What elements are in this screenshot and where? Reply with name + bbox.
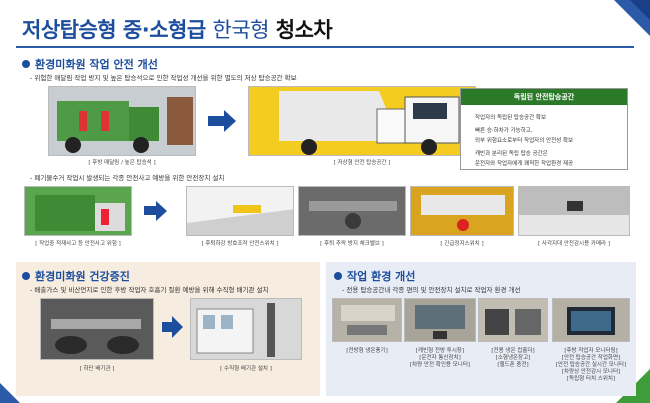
photo-cup-holder	[478, 298, 548, 342]
photo-blind-spot-camera	[518, 186, 630, 236]
bullet-dot-icon	[22, 272, 30, 280]
photo-caption: [ 후방 매달림 / 높은 탑승석 ]	[88, 160, 156, 166]
arrow-right-icon	[208, 116, 224, 126]
bullet-text: 배출가스 및 비산먼지로 인한 후방 작업자 호흡기 질환 예방을 위해 수직형…	[30, 284, 268, 294]
photo-caption: [ 작업중 적재사고 등 안전사고 위험 ]	[35, 241, 121, 247]
info-line: 외부 위험요소로부터 작업자의 안전성 확보	[475, 138, 574, 144]
section-heading-text: 환경미화원 작업 안전 개선	[35, 58, 158, 71]
photo-caption: [캐빈형 전방 투시창]	[415, 348, 465, 354]
title-part: 한국형	[212, 18, 270, 42]
photo-emergency-stop	[410, 186, 514, 236]
info-line: 캐빈과 분리된 독립 탑승 공간은	[475, 151, 548, 157]
photo-caption: [안전 탑승공간 실시간 모니터]	[555, 362, 627, 368]
info-box-safe-cabin: 독립된 안전탑승공간 작업자의 독립된 탑승공간 확보 빠른 승·하차가 가능하…	[460, 88, 628, 170]
photo-heater	[332, 298, 402, 342]
photo-caption: [차량상 안전감시 모니터]	[561, 369, 621, 375]
photo-check-valve	[298, 186, 406, 236]
arrow-right-icon	[224, 110, 236, 132]
info-line: 운전자와 작업자에게 쾌적한 작업환경 제공	[475, 161, 574, 167]
divider	[16, 46, 634, 48]
photo-caption: [후방 작업자 모니터링]	[564, 348, 618, 354]
title-part: 중·소형급	[122, 18, 206, 42]
photo-caption: [차량 안전 확인용 모니터]	[409, 362, 471, 368]
photo-caption: [ 사각지대 안전감시용 카메라 ]	[537, 241, 610, 247]
arrow-right-icon	[172, 316, 183, 338]
section-heading-safety: 환경미화원 작업 안전 개선	[22, 56, 158, 72]
bullet-text: 전용 탑승공간내 각종 편의 및 안전장치 설치로 작업자 환경 개선	[342, 284, 520, 294]
photo-caption: [안전 탑승공간 작업화면]	[561, 355, 621, 361]
bullet-dot-icon	[22, 60, 30, 68]
section-heading-health: 환경미화원 건강증진	[22, 268, 130, 284]
photo-caption: [ 수직형 배기관 설치 ]	[220, 366, 272, 372]
photo-caption: [소형냉온장고]	[495, 355, 531, 361]
title-part: 저상탑승형	[22, 18, 117, 42]
photo-safety-switch	[186, 186, 294, 236]
corner-decoration	[0, 383, 20, 403]
photo-caption: [헬드폰 충전]	[497, 362, 529, 368]
arrow-right-icon	[144, 206, 156, 215]
photo-loading-accident	[24, 186, 132, 236]
photo-monitor	[552, 298, 630, 342]
arrow-right-icon	[156, 201, 167, 221]
corner-decoration	[630, 0, 650, 20]
section-heading-environment: 작업 환경 개선	[334, 268, 415, 284]
photo-low-floor-cabin	[248, 86, 476, 156]
info-line: 작업자의 독립된 탑승공간 확보	[475, 115, 547, 121]
photo-caption: [전용 냉온 컵홀더]	[491, 348, 535, 354]
photo-rear-hanging	[48, 86, 196, 156]
bullet-dot-icon	[334, 272, 342, 280]
section-heading-text: 환경미화원 건강증진	[35, 270, 130, 283]
bullet-text: 위험한 매달림 작업 방지 및 높은 탑승석으로 인한 작업성 개선을 위한 별…	[30, 72, 296, 82]
page-title: 저상탑승형 중·소형급 한국형 청소차	[22, 14, 333, 44]
info-box-heading: 독립된 안전탑승공간	[461, 89, 627, 105]
info-line: 빠른 승·하차가 가능하고,	[475, 128, 533, 134]
photo-caption: [전방형 냉온풍기]	[346, 348, 388, 354]
photo-caption: [ 하단 배기관 ]	[79, 366, 115, 372]
bullet-text: 폐기물수거 작업시 발생되는 각종 안전사고 예방을 위한 안전장치 설치	[30, 172, 224, 182]
photo-vertical-exhaust	[190, 298, 302, 360]
photo-caption: [ 후퇴하강 방호조작 안전스위치 ]	[201, 241, 279, 247]
photo-front-window	[404, 298, 476, 342]
photo-caption: [ 후퇴 추락 방지 체크밸브 ]	[320, 241, 384, 247]
title-part: 청소차	[275, 18, 333, 42]
photo-caption: [운전자 통신장치]	[419, 355, 461, 361]
photo-caption: [ 긴급정지스위치 ]	[440, 241, 484, 247]
photo-caption: [ 저상형 안전 탑승공간 ]	[333, 160, 391, 166]
section-heading-text: 작업 환경 개선	[347, 270, 416, 283]
photo-caption: [독립형 터치 스위치]	[566, 376, 616, 382]
photo-bottom-exhaust	[40, 298, 154, 360]
arrow-right-icon	[162, 322, 172, 332]
